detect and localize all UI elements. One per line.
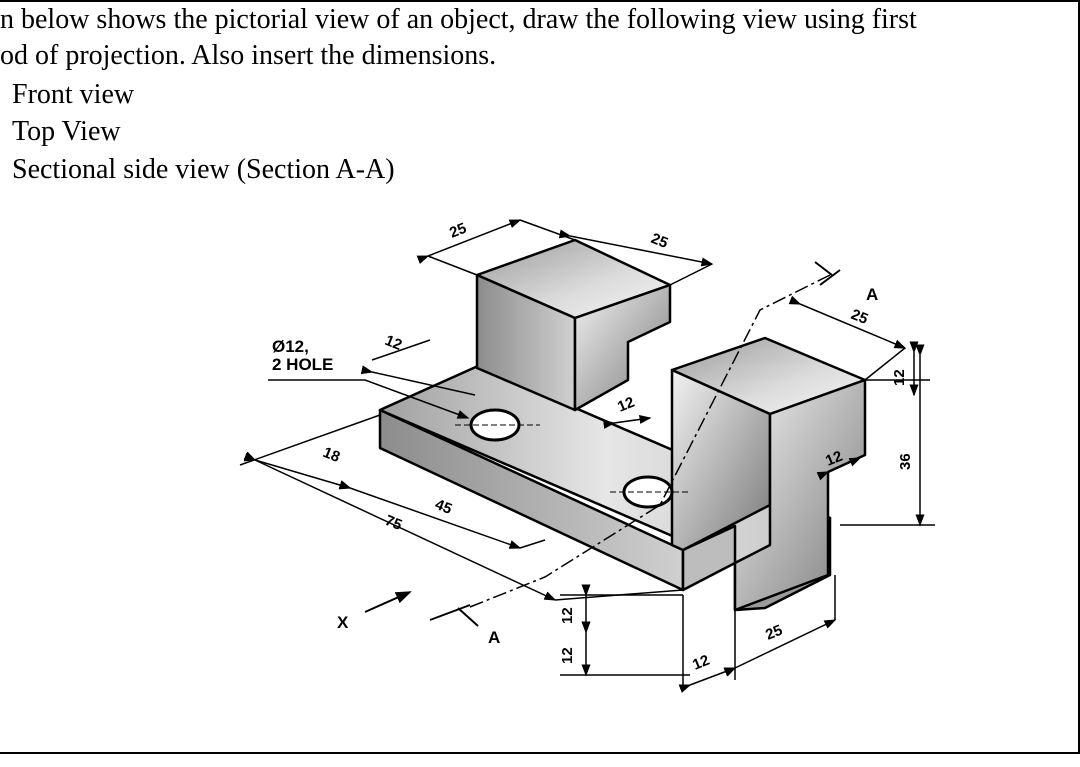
- dim-slot-width: 12: [615, 394, 637, 416]
- question-line-1: n below shows the pictorial view of an o…: [0, 4, 917, 35]
- dim-bottom-25: 25: [763, 622, 785, 644]
- hole-note-count: 2 HOLE: [272, 355, 333, 374]
- dimension-lines: [239, 219, 935, 693]
- dim-right-top-height: 12: [891, 369, 908, 386]
- item-top-view: Top View: [12, 116, 121, 147]
- view-label-x: X: [337, 613, 349, 632]
- dim-right-step: 12: [823, 448, 845, 470]
- dim-base-thickness-2: 12: [559, 647, 576, 664]
- hole-2: [610, 475, 690, 509]
- item-sectional-side-view: Sectional side view (Section A-A): [12, 154, 395, 185]
- right-block: [670, 336, 867, 612]
- section-arrows: [429, 261, 841, 627]
- hole-note-diameter: Ø12,: [272, 337, 309, 356]
- item-front-view: Front view: [12, 79, 135, 110]
- right-border: [1078, 0, 1080, 754]
- dim-top-block-depth: 25: [649, 230, 671, 252]
- dim-hole-edge: 18: [321, 444, 343, 466]
- dim-top-block-width: 25: [447, 220, 469, 242]
- dim-overall-height: 36: [897, 453, 914, 470]
- left-block: [475, 238, 672, 412]
- dim-overall-length: 75: [383, 512, 405, 534]
- hole-1: [455, 408, 540, 442]
- section-label-a1: A: [488, 628, 500, 647]
- dim-base-thickness-1: 12: [559, 607, 576, 624]
- dim-hole-offset: 12: [383, 332, 405, 354]
- hole-leader: [268, 379, 470, 419]
- dim-right-top-depth: 25: [849, 306, 871, 328]
- bottom-border: [0, 752, 1080, 754]
- dim-bottom-12: 12: [690, 652, 712, 674]
- section-label-a2: A: [866, 285, 878, 304]
- dim-hole-pitch: 45: [433, 496, 455, 518]
- question-line-2: od of projection. Also insert the dimens…: [0, 40, 497, 71]
- top-border: [0, 0, 1080, 2]
- view-arrow: [364, 591, 412, 613]
